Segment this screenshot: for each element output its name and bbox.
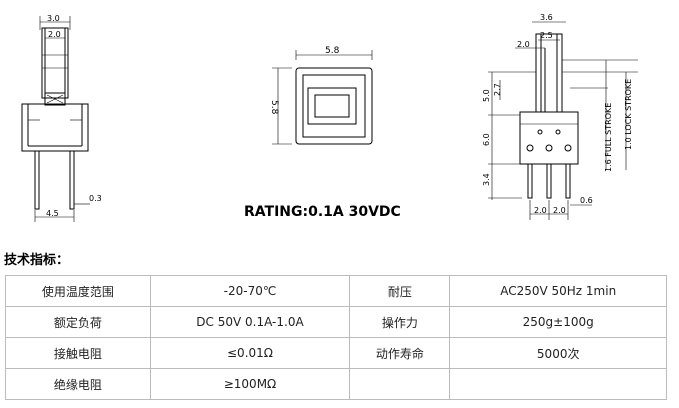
right-dim-6-0: 6.0	[482, 133, 491, 146]
spec-value: DC 50V 0.1A-1.0A	[149, 306, 351, 338]
spec-label: 额定负荷	[5, 306, 151, 338]
spec-label: 耐压	[349, 275, 451, 307]
left-dim-bottom: 4.5	[46, 209, 59, 218]
spec-value: ≤0.01Ω	[149, 337, 351, 369]
right-dim-3-4: 3.4	[482, 173, 491, 186]
lock-stroke-label: 1.0 LOCK STROKE	[624, 79, 633, 150]
left-view: 3.0 2.0 0.3 4.5	[21, 14, 102, 222]
spec-value: AC250V 50Hz 1min	[449, 275, 667, 307]
spec-heading: 技术指标：	[4, 253, 70, 268]
technical-drawing: 3.0 2.0 0.3 4.5 5.8	[21, 13, 638, 222]
left-dim-width-top: 3.0	[47, 14, 60, 23]
left-dim-pin: 0.3	[89, 194, 102, 203]
spec-label	[349, 368, 451, 400]
right-dim-2-0-right: 2.0	[553, 206, 566, 215]
spec-value: 250g±100g	[449, 306, 667, 338]
right-dim-0-6: 0.6	[580, 196, 593, 205]
table-row: 使用温度范围 -20-70℃ 耐压 AC250V 50Hz 1min	[5, 275, 667, 307]
spec-value	[449, 368, 667, 400]
table-row: 接触电阻 ≤0.01Ω 动作寿命 5000次	[5, 337, 667, 369]
top-dim-height: 5.8	[269, 100, 279, 115]
right-dim-2-0-left: 2.0	[534, 206, 547, 215]
spec-label: 使用温度范围	[5, 275, 151, 307]
table-row: 绝缘电阻 ≥100MΩ	[5, 368, 667, 400]
spec-label: 绝缘电阻	[5, 368, 151, 400]
spec-value: ≥100MΩ	[149, 368, 351, 400]
table-row: 额定负荷 DC 50V 0.1A-1.0A 操作力 250g±100g	[5, 306, 667, 338]
top-view: 5.8 5.8	[269, 46, 373, 145]
right-dim-3-6: 3.6	[540, 13, 553, 22]
spec-label: 操作力	[349, 306, 451, 338]
top-dim-width: 5.8	[325, 46, 340, 56]
right-dim-2-5: 2.5	[540, 31, 553, 40]
left-dim-inner: 2.0	[48, 30, 61, 39]
right-dim-2-0-top: 2.0	[517, 40, 530, 49]
right-dim-5-0: 5.0	[482, 89, 491, 102]
full-stroke-label: 1.6 FULL STROKE	[604, 103, 613, 172]
spec-value: -20-70℃	[149, 275, 351, 307]
right-view: 3.6 2.5 2.0 1.6 FULL STROKE 1.0 LOCK STR…	[482, 13, 638, 220]
spec-label: 动作寿命	[349, 337, 451, 369]
right-dim-2-7: 2.7	[493, 83, 502, 96]
rating-text: RATING:0.1A 30VDC	[244, 204, 401, 220]
spec-value: 5000次	[449, 337, 667, 369]
spec-label: 接触电阻	[5, 337, 151, 369]
spec-table: 使用温度范围 -20-70℃ 耐压 AC250V 50Hz 1min 额定负荷 …	[5, 275, 667, 400]
